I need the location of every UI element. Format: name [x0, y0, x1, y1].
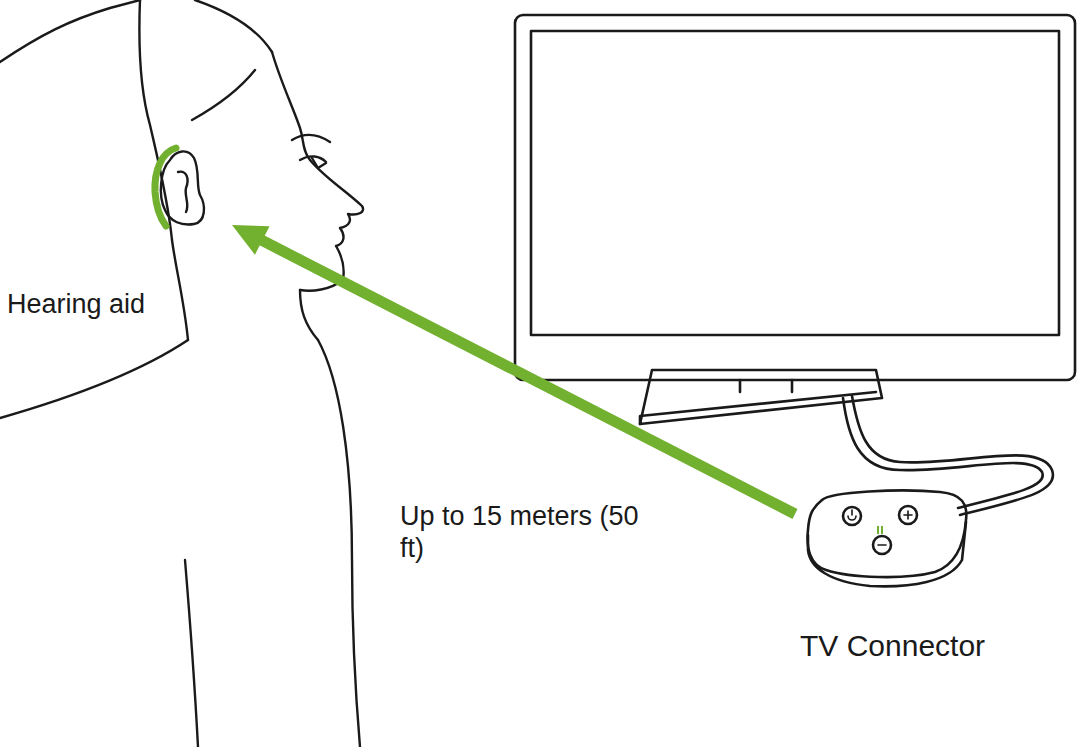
button-symbols	[848, 510, 912, 545]
tv-connector-body	[808, 490, 967, 577]
hair-side	[192, 70, 255, 120]
shoulder	[0, 340, 188, 418]
arrow-shaft	[259, 239, 795, 514]
ear	[161, 151, 204, 224]
neck-back	[172, 240, 188, 340]
wireless-link-arrow	[232, 225, 795, 514]
brow	[292, 135, 330, 142]
part-label: TV Connector	[797, 628, 988, 664]
hair-top	[195, 0, 272, 52]
tv-stand-base-edge	[640, 392, 876, 424]
ear-inner	[178, 172, 188, 212]
range-label: Up to 15 meters (50 ft)	[397, 500, 643, 565]
tv-connector-side	[808, 522, 966, 586]
labelled-part: Hearing aid	[0, 140, 232, 330]
jaw-line	[300, 290, 318, 340]
hearing-aid-device	[155, 148, 176, 226]
tv-stand-neck	[740, 380, 792, 392]
eye-pupil	[312, 158, 326, 168]
arrow-head	[232, 225, 270, 255]
part-label: Hearing aid	[4, 288, 148, 320]
arm-line	[185, 560, 198, 747]
chest	[318, 340, 360, 747]
head-outline	[0, 0, 140, 62]
tv-frame	[515, 15, 1075, 380]
labelled-part: TV Connector	[795, 488, 1023, 670]
tv-screen	[531, 31, 1059, 335]
status-light	[878, 526, 882, 534]
tv-cable	[852, 396, 1053, 515]
